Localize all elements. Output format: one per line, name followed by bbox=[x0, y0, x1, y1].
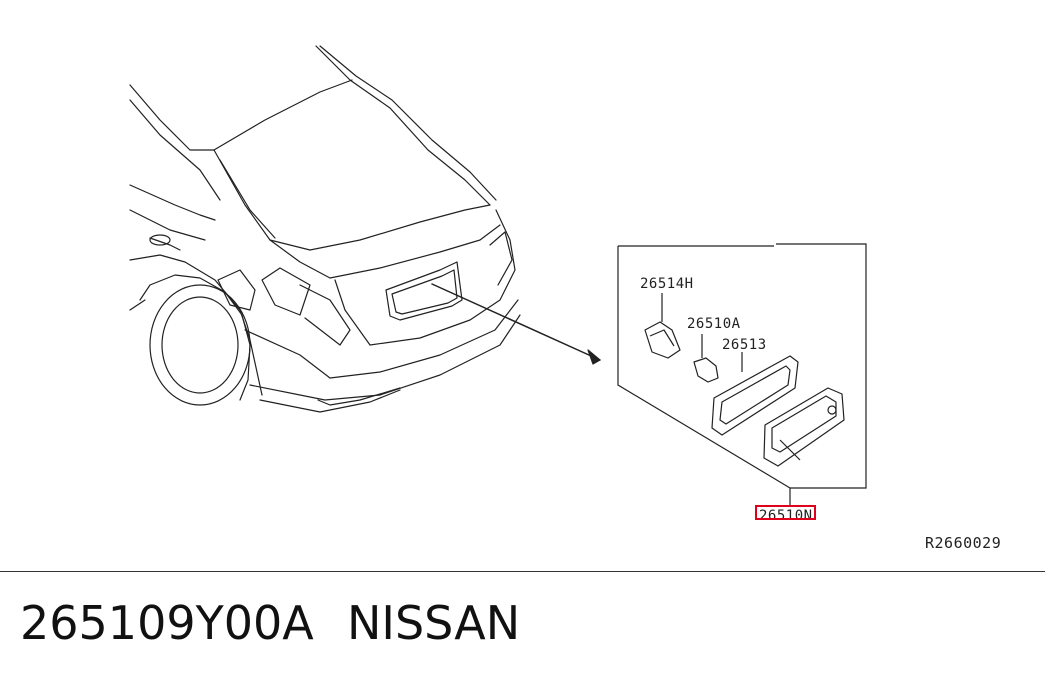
parts-diagram bbox=[129, 45, 867, 506]
callout-socket: 26514H bbox=[640, 276, 694, 292]
lamp-components bbox=[644, 293, 845, 467]
detail-box bbox=[617, 243, 867, 506]
part-number: 265109Y00A bbox=[20, 596, 314, 650]
footer-divider bbox=[0, 571, 1045, 572]
callout-assembly: 26510N bbox=[759, 508, 813, 524]
reference-code: R2660029 bbox=[925, 534, 1002, 552]
assembly-highlight-box bbox=[755, 505, 816, 520]
bulb-part bbox=[693, 357, 719, 383]
car-rear-view bbox=[129, 45, 601, 413]
socket-part bbox=[644, 321, 681, 359]
lamp-housing-part bbox=[763, 387, 845, 467]
gasket-part bbox=[711, 355, 799, 436]
callout-bulb: 26510A bbox=[687, 316, 741, 332]
callout-gasket: 26513 bbox=[722, 337, 767, 353]
brand-name: NISSAN bbox=[347, 596, 521, 650]
